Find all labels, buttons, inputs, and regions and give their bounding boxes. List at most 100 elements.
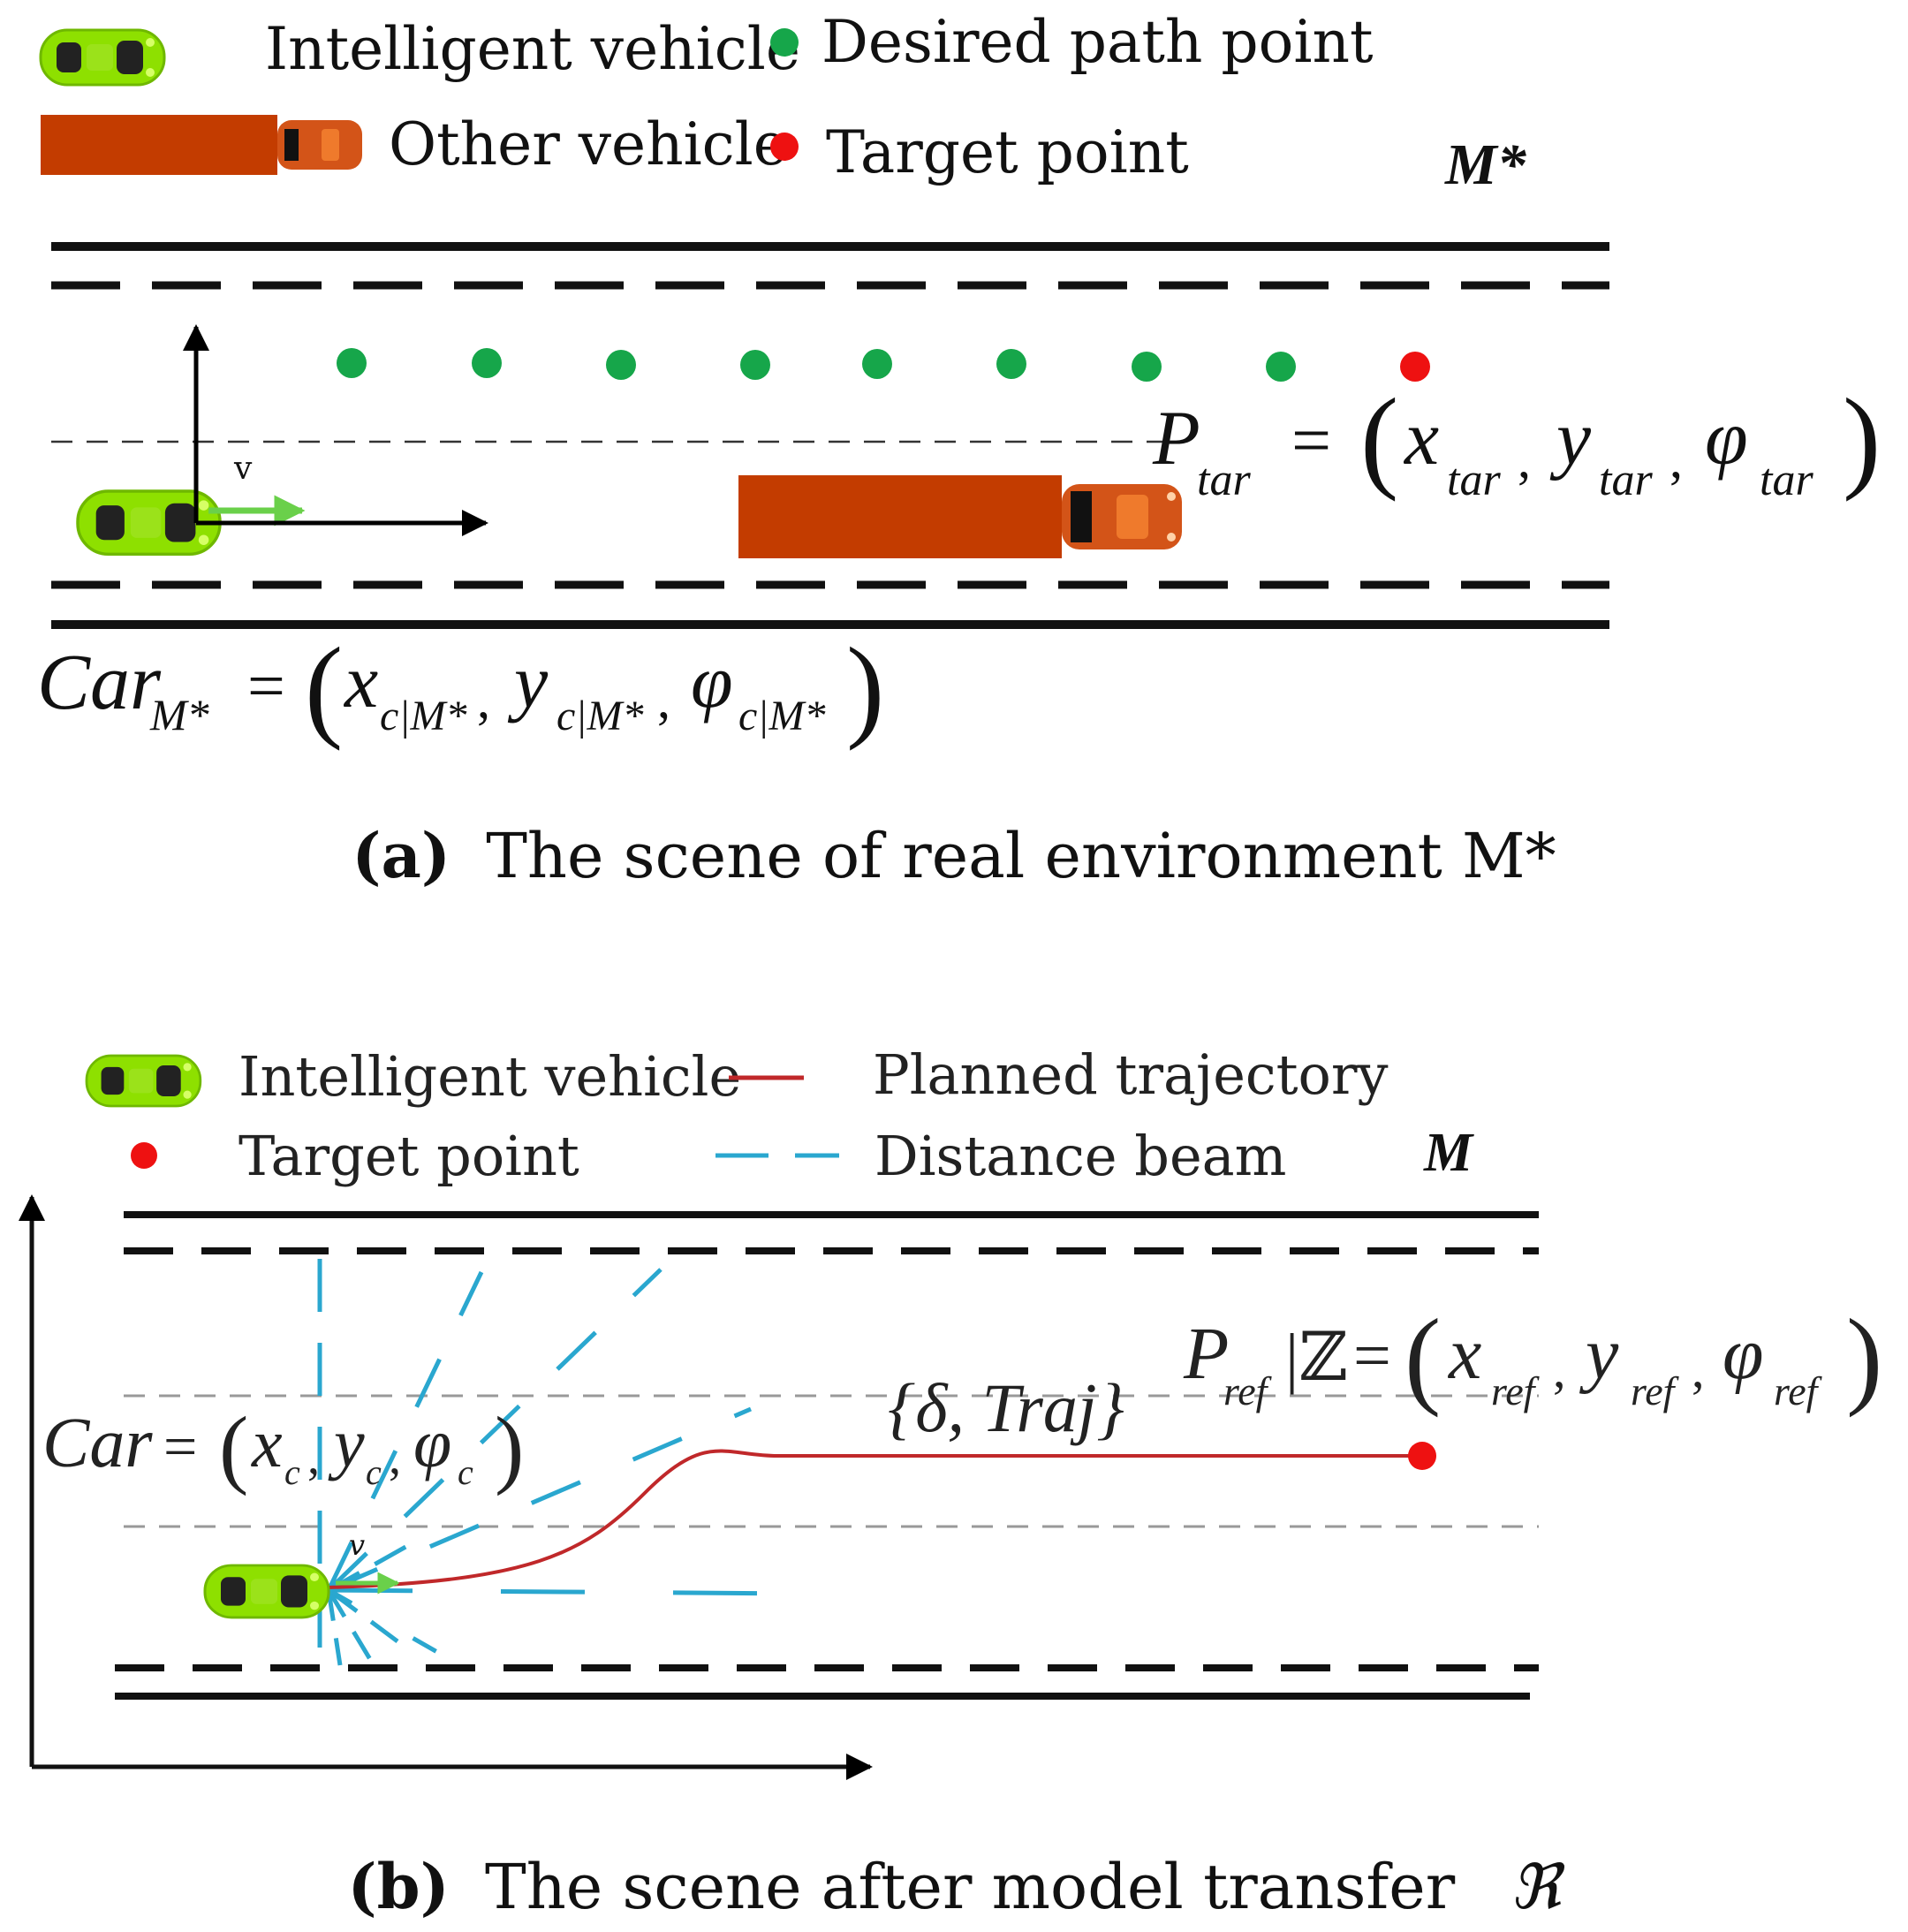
eq-subscript: tar — [1197, 455, 1251, 505]
environment-label-m-star: M* — [1444, 133, 1527, 197]
desired-path-point — [740, 350, 770, 380]
velocity-label-b: v — [349, 1528, 365, 1562]
car-state-equation-a: Car M* = ( x c|M* , y c|M* , φ c|M* ) — [37, 625, 884, 752]
action-label: {δ, Traj} — [888, 1369, 1124, 1446]
eq-symbol: φ — [691, 639, 733, 724]
eq-symbol: y — [328, 1405, 365, 1481]
eq-comma: , — [657, 671, 670, 729]
eq-subscript: c|M* — [738, 693, 825, 739]
eq-subscript: M* — [149, 690, 209, 739]
eq-symbol: φ — [1722, 1313, 1763, 1395]
eq-subscript: tar — [1760, 455, 1813, 505]
desired-path-point — [337, 348, 367, 378]
eq-symbol: P — [1152, 396, 1200, 481]
target-point — [1400, 352, 1430, 382]
eq-sign: = — [247, 649, 285, 724]
caption-b-label: (b) — [348, 1850, 450, 1923]
eq-subscript: c|M* — [556, 693, 643, 739]
eq-comma: , — [389, 1430, 401, 1485]
intelligent-vehicle — [203, 1564, 330, 1619]
reference-point-equation: P ref |ℤ = ( x ref , y ref , φ ref ) — [1183, 1297, 1882, 1418]
desired-path-points — [337, 348, 1430, 382]
distance-beam — [327, 1268, 662, 1592]
eq-comma: , — [1553, 1341, 1566, 1398]
caption-b-text: The scene after model transfer — [485, 1851, 1456, 1923]
eq-symbol: x — [1403, 396, 1439, 481]
eq-subscript: tar — [1599, 455, 1653, 505]
caption-b: (b) The scene after model transfer ℜ — [348, 1850, 1566, 1923]
desired-path-point — [1266, 352, 1296, 382]
eq-comma: , — [1518, 430, 1531, 489]
desired-path-point-legend-icon — [770, 28, 799, 57]
eq-paren: ( — [219, 1398, 248, 1496]
distance-beam — [327, 1587, 470, 1672]
legend-target-point-b: Target point — [238, 1124, 579, 1188]
desired-path-point — [472, 348, 502, 378]
legend-intelligent-vehicle-b: Intelligent vehicle — [238, 1044, 741, 1109]
planned-trajectory — [328, 1449, 1422, 1589]
distance-beam — [326, 1588, 374, 1663]
eq-subscript: c — [366, 1452, 382, 1492]
eq-subscript: ref — [1223, 1368, 1273, 1413]
eq-symbol: φ — [1705, 396, 1748, 481]
panel-a: Intelligent vehicle Desired path point O… — [37, 8, 1881, 892]
eq-sign: = — [1353, 1319, 1391, 1393]
eq-comma: , — [477, 671, 490, 729]
panel-b: Intelligent vehicle Planned trajectory T… — [19, 1042, 1882, 1923]
eq-symbol: x — [251, 1405, 283, 1481]
eq-comma: , — [1670, 430, 1683, 489]
environment-label-m: M — [1423, 1123, 1474, 1183]
eq-sign: = — [1291, 402, 1331, 480]
caption-b-symbol: ℜ — [1510, 1851, 1565, 1923]
eq-symbol: P — [1183, 1313, 1229, 1395]
desired-path-point — [996, 349, 1026, 379]
eq-paren: ) — [846, 625, 884, 752]
caption-a-label: (a) — [352, 819, 450, 892]
eq-paren: ( — [1360, 375, 1398, 503]
eq-symbol: φ — [413, 1405, 451, 1481]
legend-b: Intelligent vehicle Planned trajectory T… — [85, 1042, 1389, 1188]
legend-desired-path-point: Desired path point — [822, 8, 1374, 76]
eq-paren: ) — [495, 1398, 524, 1496]
road-a — [51, 242, 1609, 629]
eq-symbol: y — [507, 639, 549, 724]
other-vehicle-legend-icon — [41, 115, 362, 175]
eq-comma: , — [1692, 1341, 1705, 1398]
caption-a: (a) The scene of real environment M* — [352, 819, 1556, 892]
legend-other-vehicle: Other vehicle — [389, 110, 788, 178]
eq-subscript: ref — [1491, 1368, 1541, 1413]
eq-paren: ) — [1846, 1297, 1882, 1418]
eq-paren: ( — [1404, 1297, 1441, 1418]
car-state-equation-b: Car = ( x c , y c , φ c ) — [42, 1398, 524, 1496]
target-point-equation: P tar = ( x tar , y tar , φ tar ) — [1152, 375, 1881, 505]
road-b — [115, 1211, 1539, 1700]
eq-symbol: Car — [42, 1405, 153, 1482]
distance-beam — [328, 1406, 752, 1593]
eq-subscript: c|M* — [380, 693, 466, 739]
eq-paren: ( — [305, 625, 343, 752]
target-point — [1408, 1442, 1436, 1470]
intelligent-vehicle-legend-icon — [39, 28, 166, 87]
velocity-label-a: v — [233, 451, 253, 487]
legend-distance-beam: Distance beam — [874, 1124, 1286, 1188]
eq-symbol: y — [1549, 396, 1592, 481]
desired-path-point — [606, 350, 636, 380]
other-vehicle — [738, 475, 1182, 558]
eq-subscript: c — [284, 1452, 300, 1492]
desired-path-point — [862, 349, 892, 379]
legend-planned-trajectory: Planned trajectory — [873, 1042, 1389, 1107]
eq-symbol: x — [343, 639, 378, 724]
eq-sign: = — [163, 1413, 197, 1480]
eq-subscript: ref — [1631, 1368, 1680, 1413]
desired-path-point — [1132, 352, 1162, 382]
legend-target-point: Target point — [826, 118, 1189, 186]
eq-paren: ) — [1843, 375, 1881, 503]
caption-a-text: The scene of real environment M* — [486, 820, 1556, 892]
eq-symbol: Car — [37, 639, 162, 726]
eq-subscript: c — [458, 1452, 473, 1492]
target-point-legend-icon — [131, 1142, 157, 1169]
intelligent-vehicle-legend-icon — [85, 1054, 202, 1108]
distance-beam — [326, 1589, 343, 1666]
eq-set: |ℤ — [1285, 1321, 1348, 1395]
